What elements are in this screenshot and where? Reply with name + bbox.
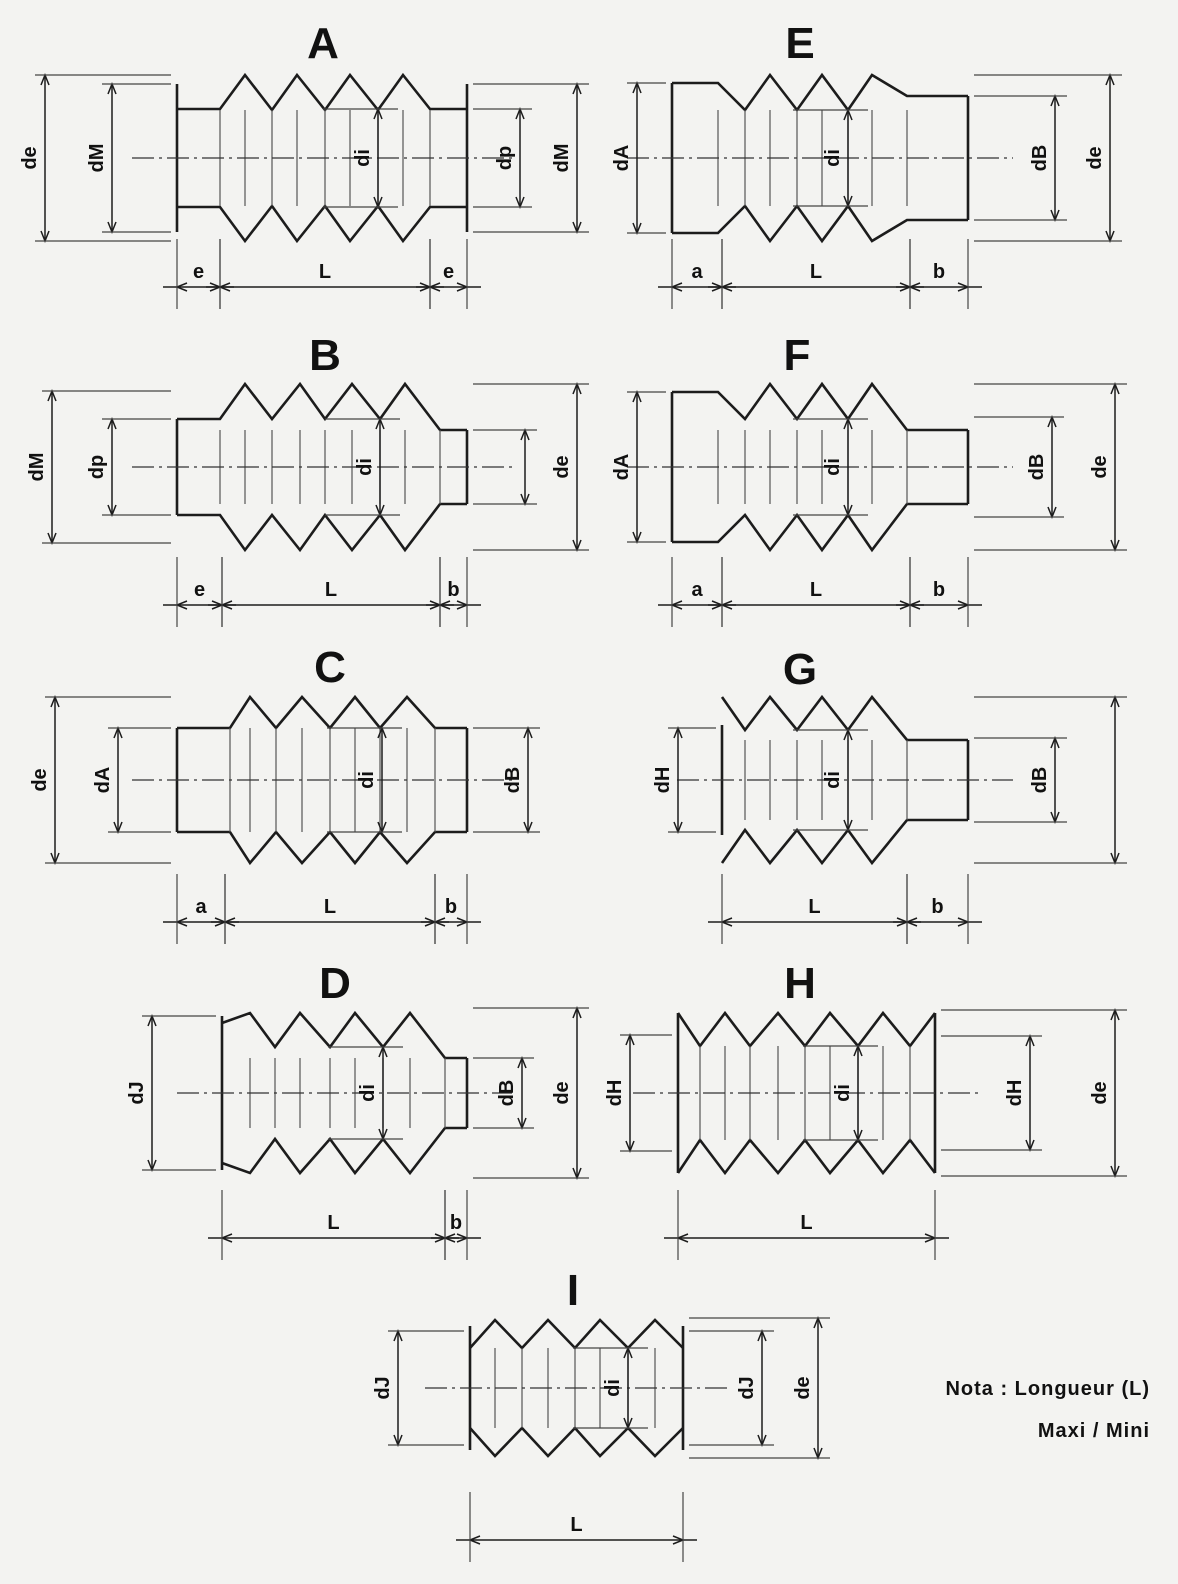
length-label: b [447, 579, 459, 601]
length-label: a [691, 261, 703, 283]
diameter-label: dB [1029, 767, 1051, 794]
diameter-label: dJ [372, 1376, 394, 1399]
bellows-outline-bottom [672, 203, 968, 244]
diameter-label: dJ [736, 1376, 758, 1399]
diameter-label: de [551, 1081, 573, 1104]
length-label: L [324, 896, 336, 918]
bellows-outline-bottom [221, 1126, 467, 1176]
diameter-label: di [822, 771, 844, 789]
length-label: L [810, 261, 822, 283]
diameter-label: dA [92, 767, 114, 794]
diameter-label: di [822, 149, 844, 167]
bellows-outline-top [676, 1010, 937, 1049]
diameter-label: dA [611, 454, 633, 481]
bellows-outline-bottom [469, 1426, 684, 1458]
diameter-label: de [19, 146, 41, 169]
note-line-2: Maxi / Mini [1037, 1420, 1150, 1442]
diagram-title: H [784, 959, 816, 1008]
bellows-outline-bottom [720, 818, 968, 866]
diameter-label: dM [86, 144, 108, 173]
diameter-label: di [832, 1084, 854, 1102]
diagram-title: I [567, 1266, 579, 1315]
diagram-title: B [309, 331, 341, 380]
note-line-1: Nota : Longueur (L) [945, 1378, 1150, 1400]
bellows-outline-bottom [177, 829, 467, 866]
length-label: b [933, 579, 945, 601]
diagram-title: A [307, 19, 339, 68]
diagram-title: F [784, 331, 811, 380]
length-label: L [810, 579, 822, 601]
diameter-label: di [356, 771, 378, 789]
length-label: b [445, 896, 457, 918]
diameter-label: di [354, 458, 376, 476]
length-label: L [325, 579, 337, 601]
bellows-outline-top [720, 694, 968, 742]
length-label: L [800, 1212, 812, 1234]
diameter-label: de [1089, 455, 1111, 478]
length-label: a [195, 896, 207, 918]
diagram-title: D [319, 959, 351, 1008]
diameter-label: de [1084, 146, 1106, 169]
diameter-label: dB [502, 767, 524, 794]
length-label: e [193, 261, 204, 283]
bellows-outline-top [177, 381, 467, 432]
length-label: L [570, 1514, 582, 1536]
diagram-title: C [314, 643, 346, 692]
diameter-label: di [822, 458, 844, 476]
bellows-outline-top [221, 1010, 467, 1060]
diameter-label: dB [1026, 454, 1048, 481]
bellows-diagram-i: IdJ di dJ deL [372, 1266, 830, 1562]
diagram-title: E [785, 19, 814, 68]
diameter-label: di [352, 149, 374, 167]
diameter-label: di [357, 1084, 379, 1102]
length-label: e [443, 261, 454, 283]
diameter-label: de [551, 455, 573, 478]
bellows-outline-top [469, 1318, 684, 1350]
diameter-label: dJ [126, 1081, 148, 1104]
diameter-label: dH [1004, 1080, 1026, 1107]
diameter-label: dA [611, 145, 633, 172]
diameter-label: dp [86, 455, 108, 479]
diameter-label: dH [604, 1080, 626, 1107]
bellows-diagram-h: HdH di dH deL [604, 959, 1127, 1260]
diameter-label: de [1089, 1081, 1111, 1104]
bellows-outline-top [177, 72, 467, 113]
length-label: L [327, 1212, 339, 1234]
length-label: L [808, 896, 820, 918]
bellows-outline-top [672, 72, 968, 113]
bellows-outline-bottom [676, 1137, 937, 1176]
length-label: a [691, 579, 703, 601]
length-label: b [931, 896, 943, 918]
length-label: e [194, 579, 205, 601]
diameter-label: dM [551, 144, 573, 173]
diameter-label: dp [494, 146, 516, 170]
bellows-outline-bottom [177, 203, 467, 244]
length-label: b [450, 1212, 462, 1234]
diameter-label: de [792, 1376, 814, 1399]
diameter-label: di [602, 1379, 624, 1397]
diameter-label: dB [496, 1080, 518, 1107]
bellows-outline-bottom [672, 502, 968, 553]
bellows-outline-top [672, 381, 968, 432]
length-label: b [933, 261, 945, 283]
diameter-label: dM [26, 453, 48, 482]
diagram-title: G [783, 645, 817, 694]
diameter-label: dH [652, 767, 674, 794]
diameter-label: dB [1029, 145, 1051, 172]
diameter-label: de [29, 768, 51, 791]
bellows-outline-bottom [177, 502, 467, 553]
bellows-outline-top [177, 694, 467, 731]
length-label: L [319, 261, 331, 283]
